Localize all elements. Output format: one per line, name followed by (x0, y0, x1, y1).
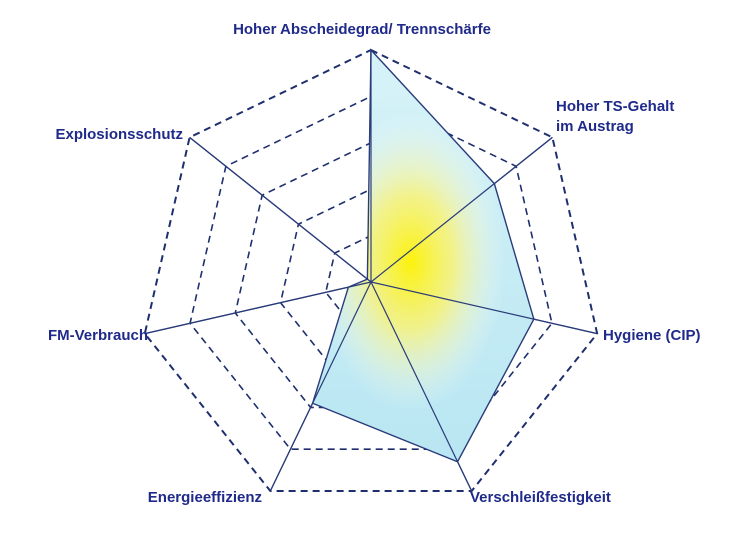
axis-label-3: Verschleißfestigkeit (470, 489, 611, 506)
axis-label-line: Explosionsschutz (55, 126, 183, 143)
axis-overlay-1 (370, 136, 553, 283)
series-outline-0 (311, 48, 535, 463)
axis-overlay-5 (144, 281, 372, 335)
axis-label-line: FM-Verbrauch (48, 327, 148, 344)
axis-label-line: Hoher Abscheidegrad/ Trennschärfe (233, 21, 491, 38)
axis-label-line: Hygiene (CIP) (603, 327, 701, 344)
axis-overlay-3 (370, 281, 473, 492)
series-core-glow (316, 112, 506, 412)
axis-label-line: Verschleißfestigkeit (470, 489, 611, 506)
series-layer (144, 48, 598, 492)
axis-label-line: im Austrag (556, 118, 634, 135)
axis-label-line: Hoher TS-Gehalt (556, 98, 674, 115)
axis-label-1: Hoher TS-Gehalt im Austrag (556, 98, 674, 135)
axis-label-4: Energieeffizienz (148, 489, 262, 506)
grid-ring-1 (324, 234, 418, 325)
axis-label-6: Explosionsschutz (55, 126, 183, 143)
axis-overlay-2 (370, 281, 598, 335)
grid-ring-4 (189, 95, 553, 451)
axis-label-2: Hygiene (CIP) (603, 327, 701, 344)
axis-overlay-4 (269, 281, 372, 492)
axis-label-5: FM-Verbrauch (48, 327, 148, 344)
axis-label-0: Hoher Abscheidegrad/ Trennschärfe (233, 21, 491, 38)
axis-label-line: Energieeffizienz (148, 489, 262, 506)
axis-overlay-6 (189, 136, 372, 283)
grid-ring-5 (143, 48, 599, 493)
